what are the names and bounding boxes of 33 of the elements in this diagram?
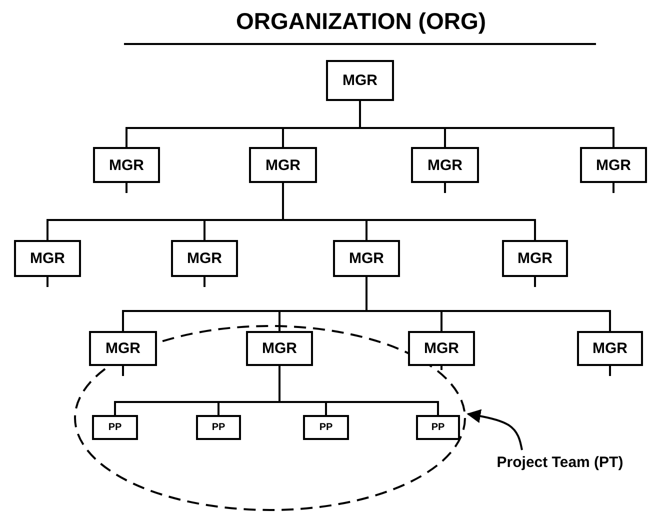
stub-line	[204, 277, 206, 287]
stub-line	[122, 366, 124, 376]
stub-line	[46, 277, 48, 287]
stub-line	[612, 183, 614, 193]
manager-box: MGR	[89, 331, 157, 366]
stub-line	[534, 277, 536, 287]
manager-box: MGR	[577, 331, 643, 366]
connector-line	[366, 277, 611, 331]
manager-box: MGR	[171, 240, 238, 277]
connector-line	[278, 366, 439, 415]
manager-box: MGR	[502, 240, 568, 277]
manager-box: MGR	[333, 240, 400, 277]
manager-box: MGR	[93, 147, 160, 183]
team-member-box: PP	[196, 415, 241, 440]
manager-box: MGR	[326, 60, 394, 101]
connector-line	[282, 183, 536, 240]
manager-box: MGR	[246, 331, 313, 366]
team-member-box: PP	[92, 415, 138, 440]
annotation-label: Project Team (PT)	[496, 454, 624, 470]
manager-box: MGR	[249, 147, 317, 183]
curved-arrow	[466, 409, 523, 450]
connector-line	[359, 101, 614, 147]
manager-box: MGR	[411, 147, 479, 183]
manager-box: MGR	[580, 147, 647, 183]
manager-box: MGR	[14, 240, 81, 277]
title: ORGANIZATION (ORG)	[235, 8, 487, 35]
stub-line	[609, 366, 611, 376]
manager-box: MGR	[408, 331, 475, 366]
stub-line	[444, 183, 446, 193]
stub-line	[440, 366, 442, 370]
stub-line	[126, 183, 128, 193]
team-member-box: PP	[416, 415, 460, 440]
team-member-box: PP	[303, 415, 349, 440]
